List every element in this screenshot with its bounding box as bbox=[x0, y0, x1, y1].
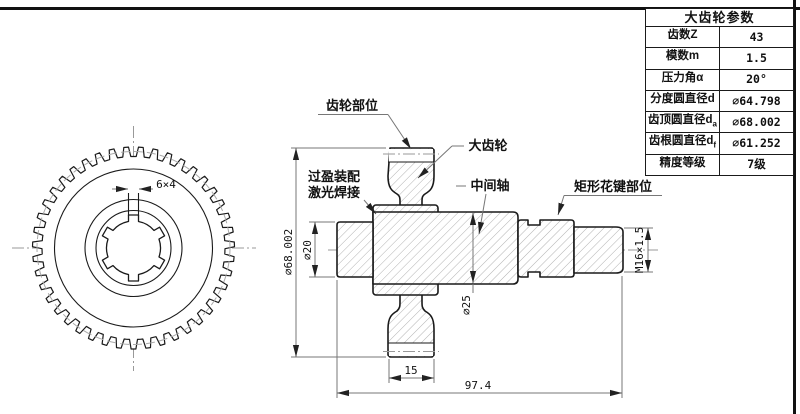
leader-big-gear bbox=[417, 145, 453, 179]
parameter-label: 压力角α bbox=[645, 68, 720, 91]
left-stub-section bbox=[336, 221, 374, 278]
gear-top-tooth-band bbox=[389, 149, 433, 162]
rim-inner-circle bbox=[53, 168, 214, 328]
table-row: 精度等级 7级 bbox=[645, 153, 794, 177]
gear-bottom-tooth-band bbox=[389, 343, 433, 356]
dim-mid-diameter: ∅25 bbox=[460, 295, 473, 315]
spline-shaft-section bbox=[517, 219, 575, 278]
hub-outer-circle bbox=[84, 198, 183, 298]
parameter-value: ∅64.798 bbox=[719, 89, 794, 113]
parameter-label: 精度等级 bbox=[645, 153, 720, 177]
keyway-dim-text: 6×4 bbox=[156, 178, 176, 191]
parameter-label: 分度圆直径d bbox=[645, 89, 720, 113]
dim-tip-diameter: ∅68.002 bbox=[282, 229, 295, 275]
spline-guide-circle bbox=[95, 209, 172, 287]
parameter-label: 齿数Z bbox=[645, 25, 720, 49]
parameter-value: ∅61.252 bbox=[719, 132, 794, 155]
parameter-value: 20° bbox=[719, 68, 794, 91]
dim-thread: M16×1.5 bbox=[633, 227, 646, 273]
table-row: 模数m 1.5 bbox=[645, 47, 794, 70]
table-title: 大齿轮参数 bbox=[645, 8, 794, 27]
gear-front-view: 6×4 bbox=[12, 126, 256, 371]
table-row: 压力角α 20° bbox=[645, 68, 794, 91]
table-row: 分度圆直径d ∅64.798 bbox=[645, 89, 794, 113]
label-intermediate-shaft: 中间轴 bbox=[470, 178, 509, 193]
leader-spline-part bbox=[557, 195, 565, 216]
parameter-label: 齿根圆直径df bbox=[645, 132, 720, 155]
parameter-label: 齿顶圆直径da bbox=[645, 111, 720, 134]
dim-stub-diameter: ∅20 bbox=[301, 240, 314, 260]
label-interference-fit-line2: 激光焊接 bbox=[308, 185, 360, 200]
label-gear-part: 齿轮部位 bbox=[326, 98, 378, 113]
dimensions: ∅68.002 ∅20 ∅25 M16×1.5 15 97.4 bbox=[282, 147, 653, 398]
threaded-end-section bbox=[573, 226, 624, 274]
parameter-value: 7级 bbox=[719, 153, 794, 177]
parameter-value: 1.5 bbox=[719, 47, 794, 70]
gear-table-body: 大齿轮参数 齿数Z 43 模数m 1.5 压力角α 20° 分度圆直径d ∅64… bbox=[645, 8, 794, 177]
table-row: 齿数Z 43 bbox=[645, 25, 794, 49]
leader-gear-part bbox=[387, 114, 412, 150]
leader-interference-fit bbox=[363, 199, 377, 215]
parameter-value: ∅68.002 bbox=[719, 111, 794, 134]
spline-bore-outline bbox=[101, 214, 166, 282]
table-header-row: 大齿轮参数 bbox=[645, 8, 794, 27]
mid-shaft-section bbox=[372, 211, 519, 285]
callout-labels: 齿轮部位 大齿轮 中间轴 过盈装配 激光焊接 矩形花键部位 bbox=[308, 98, 662, 235]
table-row: 齿顶圆直径da ∅68.002 bbox=[645, 111, 794, 134]
table-row: 齿根圆直径df ∅61.252 bbox=[645, 132, 794, 155]
label-spline-part: 矩形花键部位 bbox=[573, 179, 652, 194]
parameter-value: 43 bbox=[719, 25, 794, 49]
dim-total-length: 97.4 bbox=[465, 379, 492, 392]
dim-gear-width: 15 bbox=[404, 364, 417, 377]
label-interference-fit-line1: 过盈装配 bbox=[308, 169, 360, 184]
gear-parameter-table: 大齿轮参数 齿数Z 43 模数m 1.5 压力角α 20° 分度圆直径d ∅64… bbox=[645, 8, 794, 177]
pitch-circle bbox=[36, 151, 231, 345]
leader-intermediate-shaft bbox=[478, 193, 487, 235]
parameter-label: 模数m bbox=[645, 47, 720, 70]
label-big-gear: 大齿轮 bbox=[468, 138, 507, 153]
